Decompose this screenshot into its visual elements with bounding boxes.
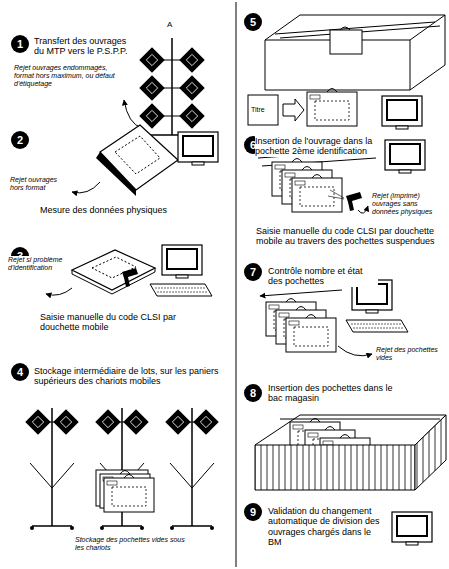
callout-number: 5 (250, 17, 256, 28)
rejection-note: Rejet (imprimé) ouvrages sans données ph… (372, 192, 444, 216)
step-text: Transfert des ouvrages du MTP vers le P.… (34, 36, 129, 57)
callout-number: 9 (250, 507, 256, 518)
letter-label: A (167, 20, 177, 29)
step-text: Contrôle nombre et état des pochettes (268, 266, 378, 287)
step-text: Mesure des données physiques (40, 205, 210, 215)
callout-number: 7 (250, 267, 256, 278)
book-title: Titre (251, 106, 275, 114)
step-text: Insertion de l'ouvrage dans la pochette … (255, 136, 380, 157)
step-number: 7 (244, 263, 262, 281)
step-number: 9 (244, 503, 262, 521)
step-number: 5 (244, 13, 262, 31)
rejection-note: Rejet des pochettes vides (376, 346, 442, 362)
step-text: Insertion des pochettes dans le bac maga… (268, 383, 393, 404)
step-number: 4 (11, 363, 29, 381)
step-number: 1 (11, 35, 29, 53)
step-number: 2 (11, 131, 29, 149)
rejection-note: Rejet ouvrages hors format (10, 176, 68, 192)
callout-number: 1 (17, 39, 23, 50)
step-text: Stockage intermédiaire de lots, sur les … (34, 366, 224, 387)
step-text: Validation du changement automatique de … (268, 506, 383, 547)
callout-number: 8 (250, 388, 256, 399)
callout-number: 4 (17, 367, 23, 378)
callout-number: 2 (17, 135, 23, 146)
step-text: Saisie manuelle du code CLSI par douchet… (40, 312, 215, 333)
rejection-note: Rejet si problème d'identification (8, 256, 63, 272)
step-text: Saisie manuelle du code CLSI par douchet… (256, 226, 436, 247)
step-number: 8 (244, 384, 262, 402)
rejection-note: Rejet ouvrages endommagés, format hors m… (14, 64, 119, 88)
storage-note: Stockage des pochettes vides sous les ch… (75, 536, 190, 552)
